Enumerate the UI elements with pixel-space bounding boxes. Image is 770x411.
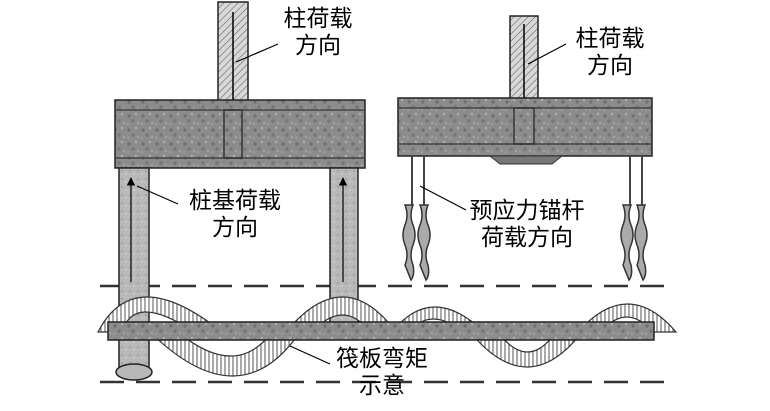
right-column <box>509 15 539 150</box>
column-load-label-right: 柱荷载 方向 <box>575 26 645 79</box>
right-anchor-cap <box>397 97 653 165</box>
left-pile-1 <box>115 167 153 381</box>
leader-pile <box>136 185 179 205</box>
leader-anchor <box>419 185 467 211</box>
left-pile-cap <box>114 99 366 169</box>
leader-raft <box>289 345 331 365</box>
column-load-label-left: 柱荷载 方向 <box>283 6 353 59</box>
anchor-rods <box>402 156 648 282</box>
leader-column-right <box>527 43 567 65</box>
leader-column-left <box>235 43 279 63</box>
raft-slab <box>107 321 655 341</box>
anchor-load-label: 预应力锚杆 荷载方向 <box>469 198 585 251</box>
pile-load-label: 桩基荷载 方向 <box>189 188 281 241</box>
raft-moment-label: 筏板弯矩 示意 <box>336 346 428 399</box>
